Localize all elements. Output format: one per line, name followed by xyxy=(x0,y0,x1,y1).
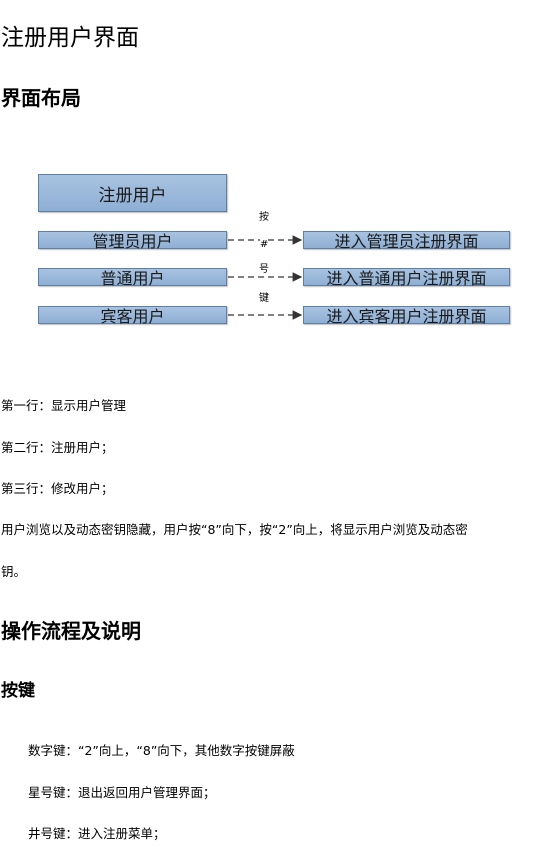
diagram-right-item-admin: 进入管理员注册界面 xyxy=(303,231,510,251)
key-item-star: 星号键：退出返回用户管理界面； xyxy=(28,785,216,800)
diagram-right-item-normal: 进入普通用户注册界面 xyxy=(303,268,510,288)
diagram-key-char-1: 按 xyxy=(259,212,269,223)
diagram-left-item-guest: 宾客用户 xyxy=(38,306,227,326)
section-heading-flow: 操作流程及说明 xyxy=(1,619,141,643)
paragraph-line-4: 用户浏览以及动态密钥隐藏，用户按“8”向下，按“2”向上，将显示用户浏览及动态密 xyxy=(1,522,468,537)
diagram-key-char-2: # xyxy=(260,239,269,251)
key-item-hash: 井号键：进入注册菜单； xyxy=(28,826,166,841)
diagram-main-box: 注册用户 xyxy=(38,174,227,212)
page-title: 注册用户界面 xyxy=(1,25,139,51)
key-item-number: 数字键：“2”向上，“8”向下，其他数字按键屏蔽 xyxy=(28,743,295,758)
paragraph-line-3: 第三行：修改用户； xyxy=(1,481,114,496)
diagram-key-char-4: 键 xyxy=(259,293,269,304)
diagram-key-char-3: 号 xyxy=(259,264,269,275)
section-heading-layout: 界面布局 xyxy=(1,86,81,110)
diagram-left-item-admin: 管理员用户 xyxy=(38,231,227,251)
diagram-arrows xyxy=(228,235,303,320)
diagram-left-item-normal: 普通用户 xyxy=(38,268,227,288)
paragraph-line-2: 第二行：注册用户； xyxy=(1,440,114,455)
diagram-right-item-guest: 进入宾客用户注册界面 xyxy=(303,306,510,326)
subheading-keys: 按键 xyxy=(1,681,35,701)
paragraph-line-1: 第一行：显示用户管理 xyxy=(1,398,127,413)
paragraph-line-5: 钥。 xyxy=(1,564,27,579)
